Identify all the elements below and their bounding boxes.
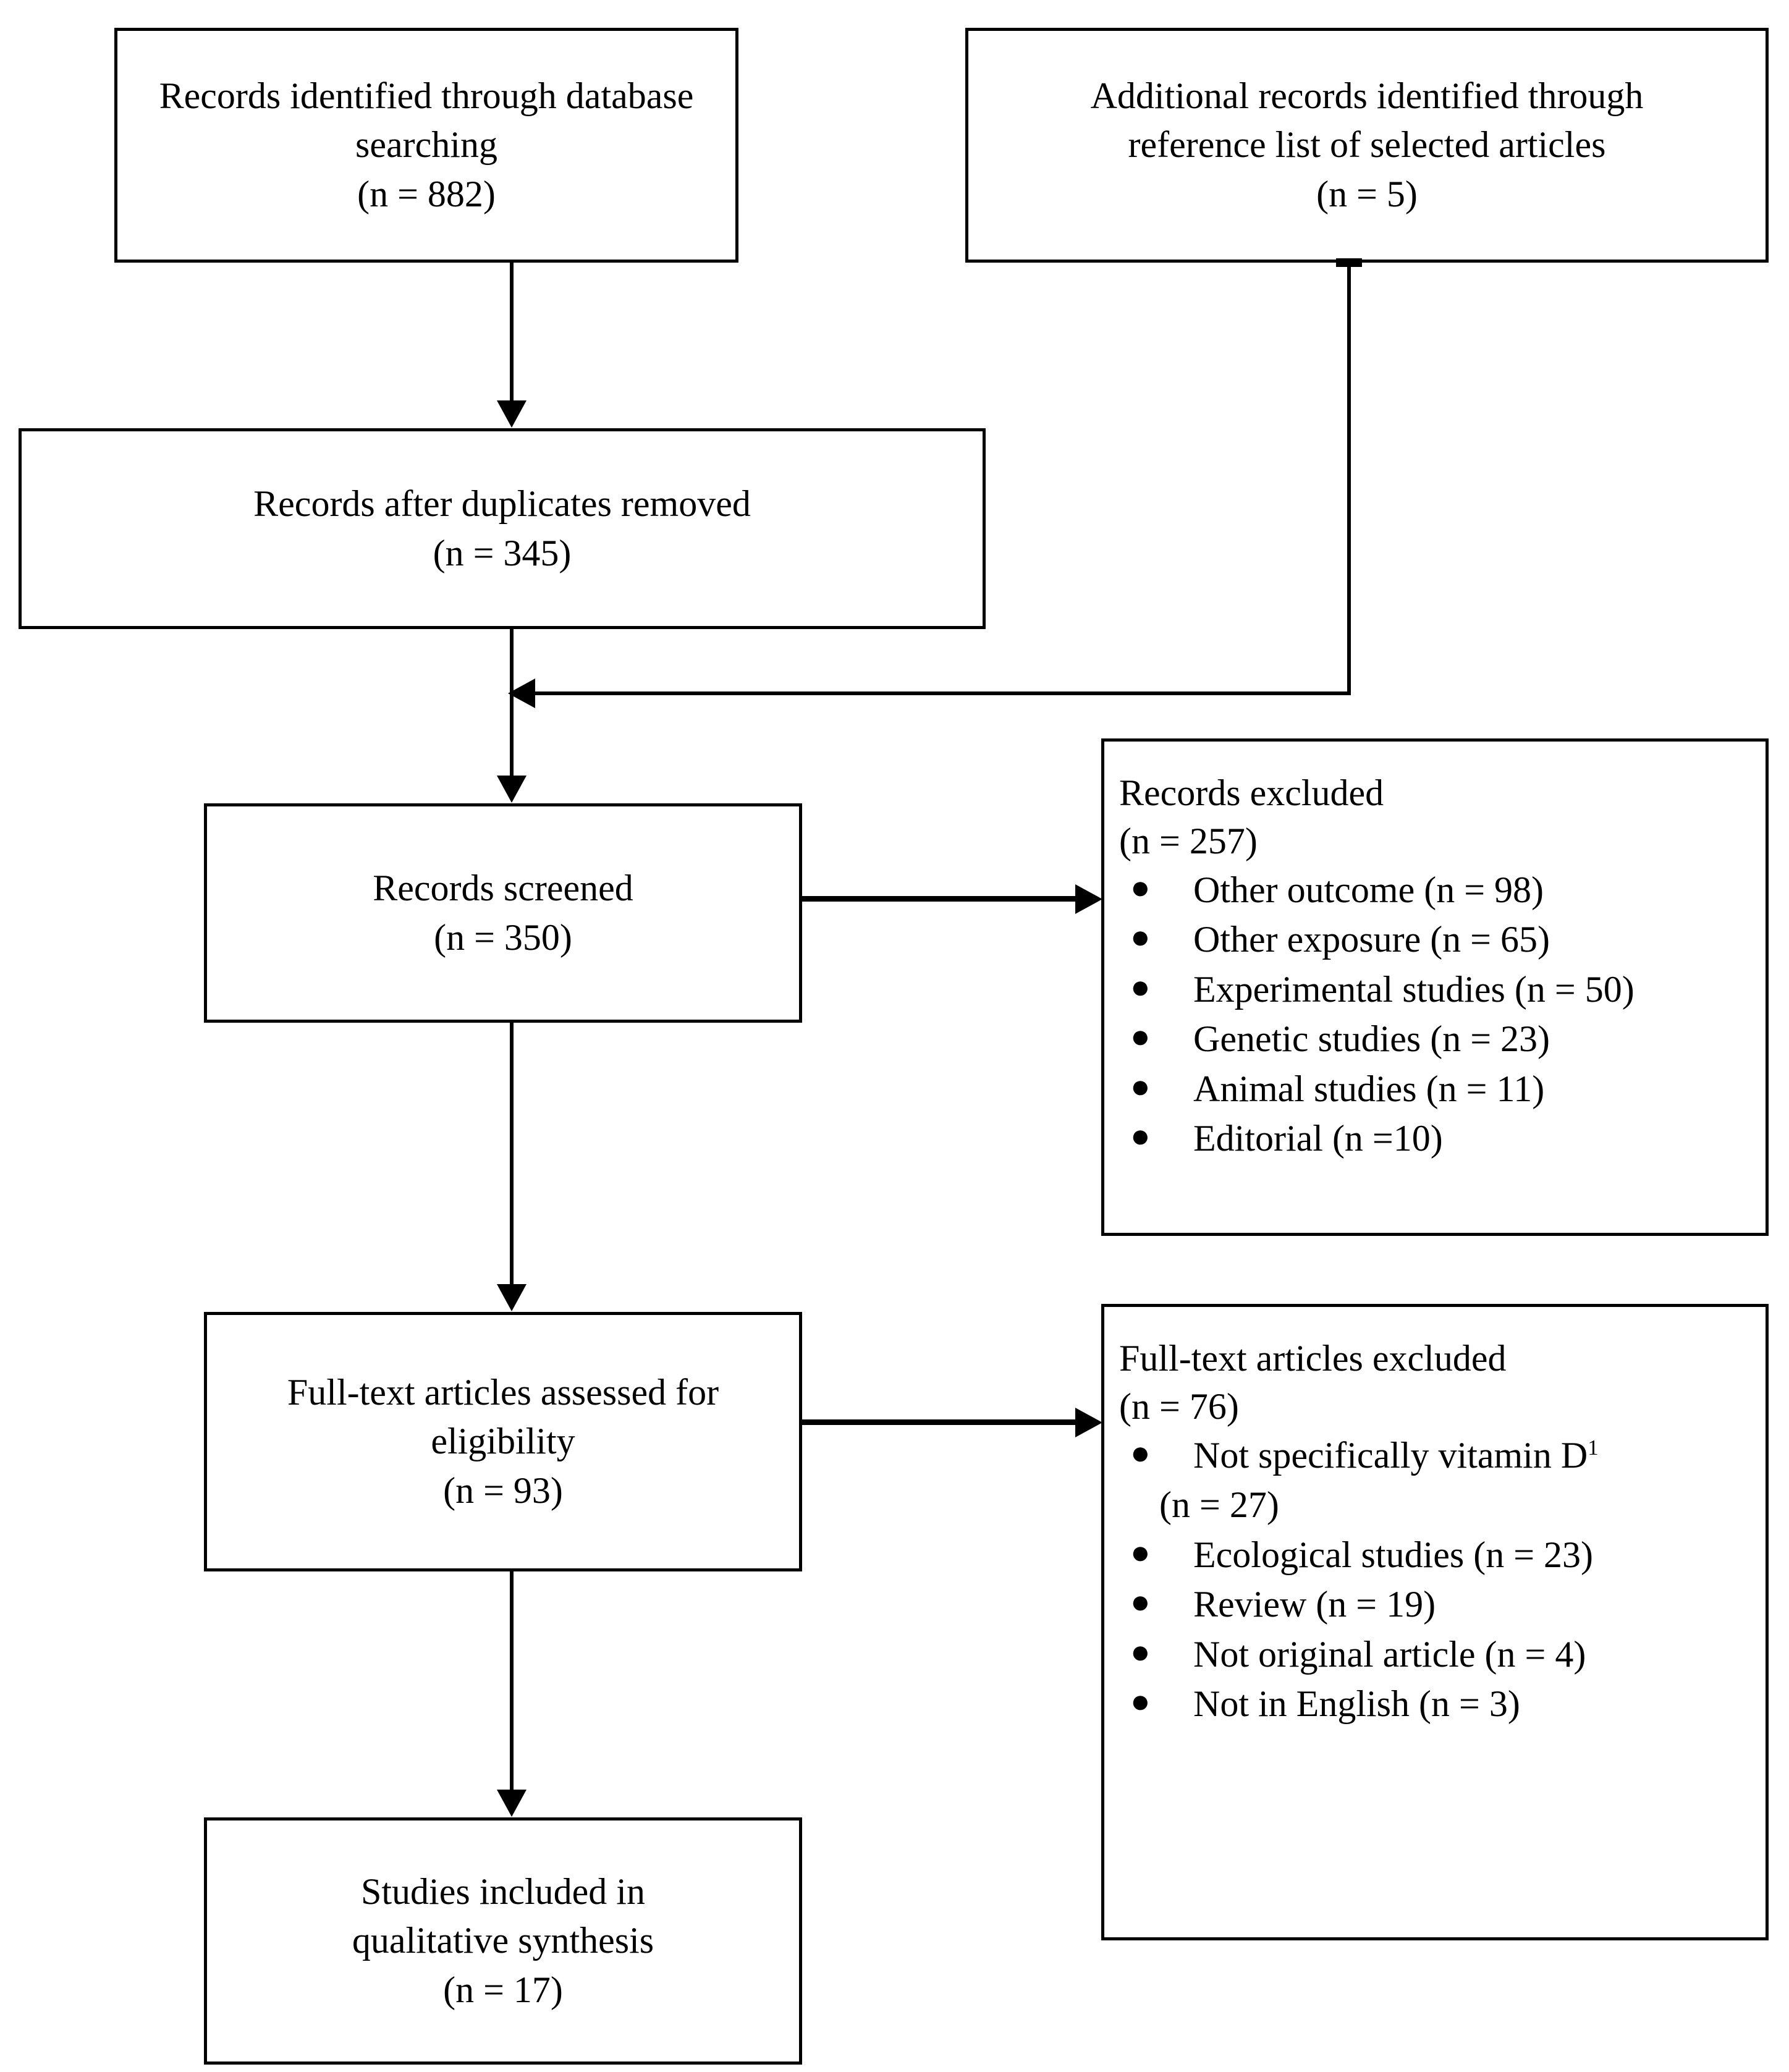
connector-fulltext-to-included xyxy=(510,1571,514,1791)
reason-continuation: (n = 27) xyxy=(1159,1484,1279,1526)
arrowhead-duplicates-to-screened xyxy=(497,776,527,803)
reason-text: Experimental studies (n = 50) xyxy=(1193,968,1635,1010)
box-records-excluded: Records excluded (n = 257) ● Other outco… xyxy=(1101,738,1769,1236)
list-item: ● Animal studies (n = 11) xyxy=(1119,1064,1751,1114)
records-excluded-reason-list: ● Other outcome (n = 98) ● Other exposur… xyxy=(1119,865,1751,1163)
bullet-icon: ● xyxy=(1130,1583,1151,1621)
connector-db-to-duplicates xyxy=(510,263,514,402)
db-search-count: (n = 882) xyxy=(357,173,496,214)
reason-text: Genetic studies (n = 23) xyxy=(1193,1018,1550,1060)
connector-fulltext-to-excluded xyxy=(802,1419,1079,1425)
list-item: ● Not original article (n = 4) xyxy=(1119,1630,1751,1679)
bullet-icon: ● xyxy=(1130,1682,1151,1720)
arrowhead-screened-to-excluded xyxy=(1075,884,1102,914)
duplicates-removed-label: Records after duplicates removed xyxy=(253,483,751,525)
bullet-icon: ● xyxy=(1130,1018,1151,1055)
connector-reference-stub xyxy=(1336,258,1362,267)
fulltext-excluded-title: Full-text articles excluded xyxy=(1119,1338,1507,1379)
connector-screened-to-fulltext xyxy=(510,1023,514,1285)
box-fulltext-articles-excluded: Full-text articles excluded (n = 76) ● N… xyxy=(1101,1304,1769,1940)
list-item: ● Not specifically vitamin D1 (n = 27) xyxy=(1119,1431,1751,1530)
fulltext-assessed-label-line1: Full-text articles assessed for xyxy=(287,1372,719,1413)
records-screened-count: (n = 350) xyxy=(434,916,572,958)
bullet-icon: ● xyxy=(1130,968,1151,1005)
list-item: ● Genetic studies (n = 23) xyxy=(1119,1014,1751,1063)
list-item: ● Review (n = 19) xyxy=(1119,1579,1751,1629)
arrowhead-fulltext-to-excluded xyxy=(1075,1408,1102,1437)
reason-text: Not specifically vitamin D xyxy=(1193,1435,1588,1476)
reason-text: Animal studies (n = 11) xyxy=(1193,1068,1545,1109)
box-records-identified-database: Records identified through database sear… xyxy=(114,28,738,263)
list-item: ● Ecological studies (n = 23) xyxy=(1119,1530,1751,1579)
box-records-screened: Records screened (n = 350) xyxy=(204,803,802,1023)
reason-text: Review (n = 19) xyxy=(1193,1584,1436,1625)
reason-text: Not in English (n = 3) xyxy=(1193,1683,1520,1724)
records-screened-label: Records screened xyxy=(373,868,633,909)
list-item: ● Experimental studies (n = 50) xyxy=(1119,965,1751,1014)
records-excluded-count: (n = 257) xyxy=(1119,821,1258,861)
connector-reference-horizontal xyxy=(535,691,1351,695)
reference-list-label-line2: reference list of selected articles xyxy=(1128,124,1606,166)
footnote-marker: 1 xyxy=(1588,1436,1599,1460)
records-excluded-title: Records excluded xyxy=(1119,772,1384,813)
fulltext-assessed-label-line2: eligibility xyxy=(431,1421,575,1462)
box-additional-records-reference-list: Additional records identified through re… xyxy=(965,28,1769,263)
bullet-icon: ● xyxy=(1130,918,1151,956)
db-search-label-line1: Records identified through database xyxy=(159,75,694,117)
db-search-label-line2: searching xyxy=(355,124,497,166)
list-item: ● Other outcome (n = 98) xyxy=(1119,865,1751,915)
connector-duplicates-to-screened xyxy=(510,629,514,777)
studies-included-label-line1: Studies included in xyxy=(361,1871,645,1913)
list-item: ● Editorial (n =10) xyxy=(1119,1114,1751,1163)
list-item: ● Not in English (n = 3) xyxy=(1119,1679,1751,1728)
fulltext-excluded-count: (n = 76) xyxy=(1119,1386,1239,1427)
bullet-icon: ● xyxy=(1130,1067,1151,1105)
studies-included-count: (n = 17) xyxy=(443,1969,563,2010)
bullet-icon: ● xyxy=(1130,1434,1151,1471)
reason-text: Other exposure (n = 65) xyxy=(1193,919,1550,960)
connector-reference-vertical xyxy=(1347,263,1351,695)
box-fulltext-assessed-for-eligibility: Full-text articles assessed for eligibil… xyxy=(204,1312,802,1571)
bullet-icon: ● xyxy=(1130,869,1151,906)
reference-list-label-line1: Additional records identified through xyxy=(1090,75,1644,117)
box-records-after-duplicates-removed: Records after duplicates removed (n = 34… xyxy=(19,428,986,629)
reason-text: Other outcome (n = 98) xyxy=(1193,869,1544,910)
reference-list-count: (n = 5) xyxy=(1316,173,1418,214)
arrowhead-db-to-duplicates xyxy=(497,400,527,428)
bullet-icon: ● xyxy=(1130,1533,1151,1571)
reason-text: Ecological studies (n = 23) xyxy=(1193,1534,1594,1575)
arrowhead-fulltext-to-included xyxy=(497,1790,527,1817)
arrowhead-screened-to-fulltext xyxy=(497,1284,527,1311)
duplicates-removed-count: (n = 345) xyxy=(433,532,572,573)
fulltext-excluded-reason-list: ● Not specifically vitamin D1 (n = 27) ●… xyxy=(1119,1431,1751,1728)
bullet-icon: ● xyxy=(1130,1117,1151,1154)
box-studies-included-qualitative-synthesis: Studies included in qualitative synthesi… xyxy=(204,1817,802,2065)
list-item: ● Other exposure (n = 65) xyxy=(1119,915,1751,964)
studies-included-label-line2: qualitative synthesis xyxy=(352,1920,654,1961)
fulltext-assessed-count: (n = 93) xyxy=(443,1469,563,1511)
reason-text: Editorial (n =10) xyxy=(1193,1117,1443,1159)
connector-screened-to-excluded xyxy=(802,896,1079,902)
bullet-icon: ● xyxy=(1130,1633,1151,1670)
reason-text: Not original article (n = 4) xyxy=(1193,1633,1586,1675)
